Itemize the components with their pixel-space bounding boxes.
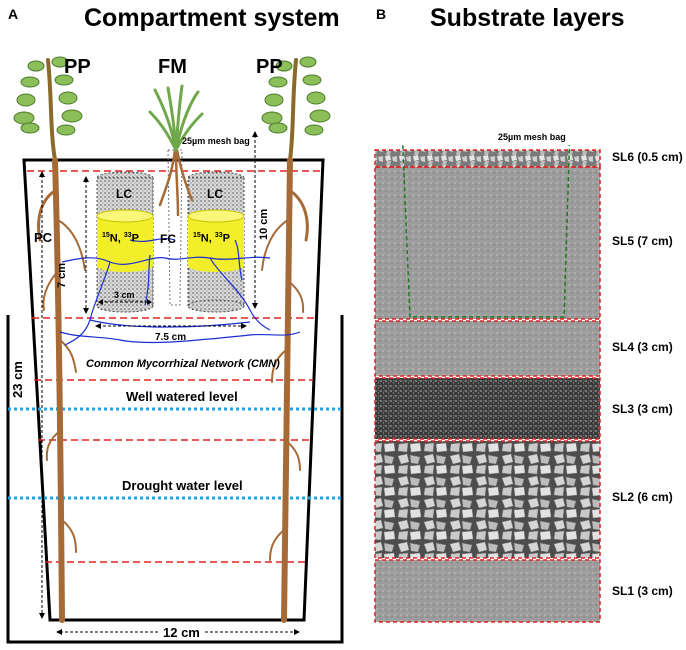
outer-container <box>6 315 344 644</box>
lc-right-label: LC <box>207 187 223 201</box>
layer-label-sl5: SL5 (7 cm) <box>612 234 673 248</box>
layer-sl5 <box>375 167 600 319</box>
leaves-left <box>13 56 83 136</box>
pp-right-label: PP <box>256 56 283 78</box>
well-watered-label: Well watered level <box>126 389 238 404</box>
compartment-diagram <box>6 56 344 644</box>
dimension-arrows <box>39 131 300 635</box>
dim-23cm-label: 23 cm <box>10 361 25 398</box>
lc-left-label: LC <box>116 187 132 201</box>
pc-label: PC <box>34 230 53 245</box>
fc-label: FC <box>160 232 176 246</box>
layer-sl2 <box>375 441 600 558</box>
panel-a-letter: A <box>8 6 19 22</box>
mesh-bag-label: 25µm mesh bag <box>182 136 250 146</box>
layer-label-sl2: SL2 (6 cm) <box>612 490 673 504</box>
layer-label-sl1: SL1 (3 cm) <box>612 584 673 598</box>
panel-a-title: Compartment system <box>84 4 340 32</box>
dim-3cm-label: 3 cm <box>114 290 135 300</box>
layer-sl6 <box>375 150 600 167</box>
drought-label: Drought water level <box>122 478 243 493</box>
inner-pot <box>22 158 325 622</box>
mesh-bag-outline <box>401 145 571 318</box>
roots <box>37 58 309 623</box>
layer-label-sl3: SL3 (3 cm) <box>612 402 673 416</box>
layer-label-sl4: SL4 (3 cm) <box>612 340 673 354</box>
hyphae-network <box>59 237 301 346</box>
lc-cylinder-right <box>187 171 245 313</box>
layer-sl4 <box>375 321 600 376</box>
isotope-right-label: 15N, 33P <box>193 232 230 245</box>
pp-left-label: PP <box>64 56 91 78</box>
isotope-left-label: 15N, 33P <box>102 232 139 245</box>
layer-label-sl6: SL6 (0.5 cm) <box>612 150 683 164</box>
layer-lines <box>27 170 320 563</box>
leaves-right <box>261 56 331 136</box>
panel-b-title: Substrate layers <box>430 4 625 32</box>
dim-12cm-label: 12 cm <box>160 625 203 640</box>
cmn-label: Common Mycorrhizal Network (CMN) <box>86 358 280 370</box>
fm-grass <box>148 84 204 152</box>
panel-b-letter: B <box>376 6 387 22</box>
layer-sl1 <box>375 560 600 622</box>
substrate-column <box>374 145 601 623</box>
dim-7cm-label: 7 cm <box>56 262 68 288</box>
fm-label: FM <box>158 56 187 78</box>
dim-7-5cm-label: 7.5 cm <box>155 332 187 343</box>
dim-10cm-label: 10 cm <box>258 208 270 240</box>
layer-sl3 <box>375 378 600 439</box>
layer-outlines <box>374 149 601 623</box>
panel-b-mesh-bag-label: 25µm mesh bag <box>498 132 566 142</box>
